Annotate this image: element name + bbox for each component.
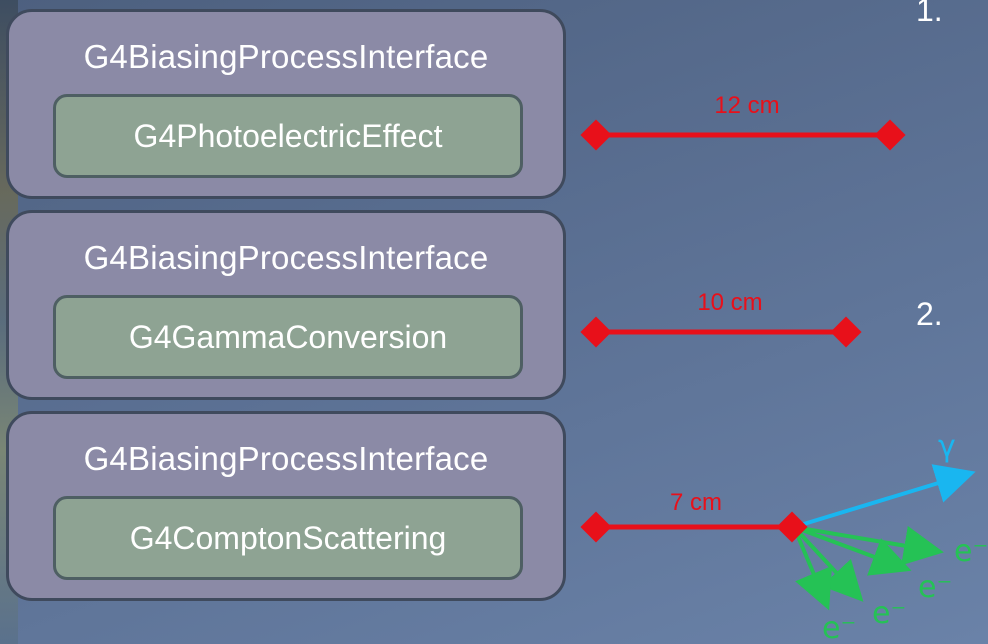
distance-label-12cm: 12 cm — [714, 92, 779, 119]
process-box-compton: G4BiasingProcessInterface G4ComptonScatt… — [6, 411, 566, 601]
electron-arrow — [793, 525, 912, 576]
distance-label-7cm: 7 cm — [670, 489, 722, 516]
list-number-1: 1. — [916, 0, 943, 28]
distance-line-7cm: 7 cm — [580, 489, 792, 543]
end-diamond-marker — [874, 119, 906, 151]
gamma-label: γ — [938, 429, 956, 464]
biasing-interface-label: G4BiasingProcessInterface — [83, 38, 489, 75]
electron-label: e⁻ — [918, 570, 952, 605]
electron-arrow — [792, 525, 864, 602]
electron-arrow — [792, 526, 833, 611]
electron-label: e⁻ — [872, 596, 906, 631]
distance-line-10cm: 10 cm — [580, 289, 862, 348]
start-diamond-marker — [580, 316, 612, 348]
distance-line-12cm: 12 cm — [580, 92, 906, 151]
physics-process-photoelectric: G4PhotoelectricEffect — [53, 94, 523, 178]
biasing-interface-label: G4BiasingProcessInterface — [83, 239, 489, 276]
electron-arrow — [793, 525, 944, 566]
end-diamond-marker — [830, 316, 862, 348]
electron-label: e⁻ — [822, 611, 856, 644]
scattered-gamma-arrow — [793, 464, 976, 529]
start-diamond-marker — [580, 119, 612, 151]
list-number-2: 2. — [916, 296, 943, 332]
physics-process-compton: G4ComptonScattering — [53, 496, 523, 580]
compton-products: γ e⁻ e⁻ e⁻ e⁻ — [776, 429, 988, 644]
physics-process-gamma-conversion: G4GammaConversion — [53, 295, 523, 379]
process-box-gamma-conversion: G4BiasingProcessInterface G4GammaConvers… — [6, 210, 566, 400]
process-box-photoelectric: G4BiasingProcessInterface G4Photoelectri… — [6, 9, 566, 199]
distance-label-10cm: 10 cm — [697, 289, 762, 316]
electron-label: e⁻ — [954, 534, 988, 569]
biasing-interface-label: G4BiasingProcessInterface — [83, 440, 489, 477]
start-diamond-marker — [580, 511, 612, 543]
